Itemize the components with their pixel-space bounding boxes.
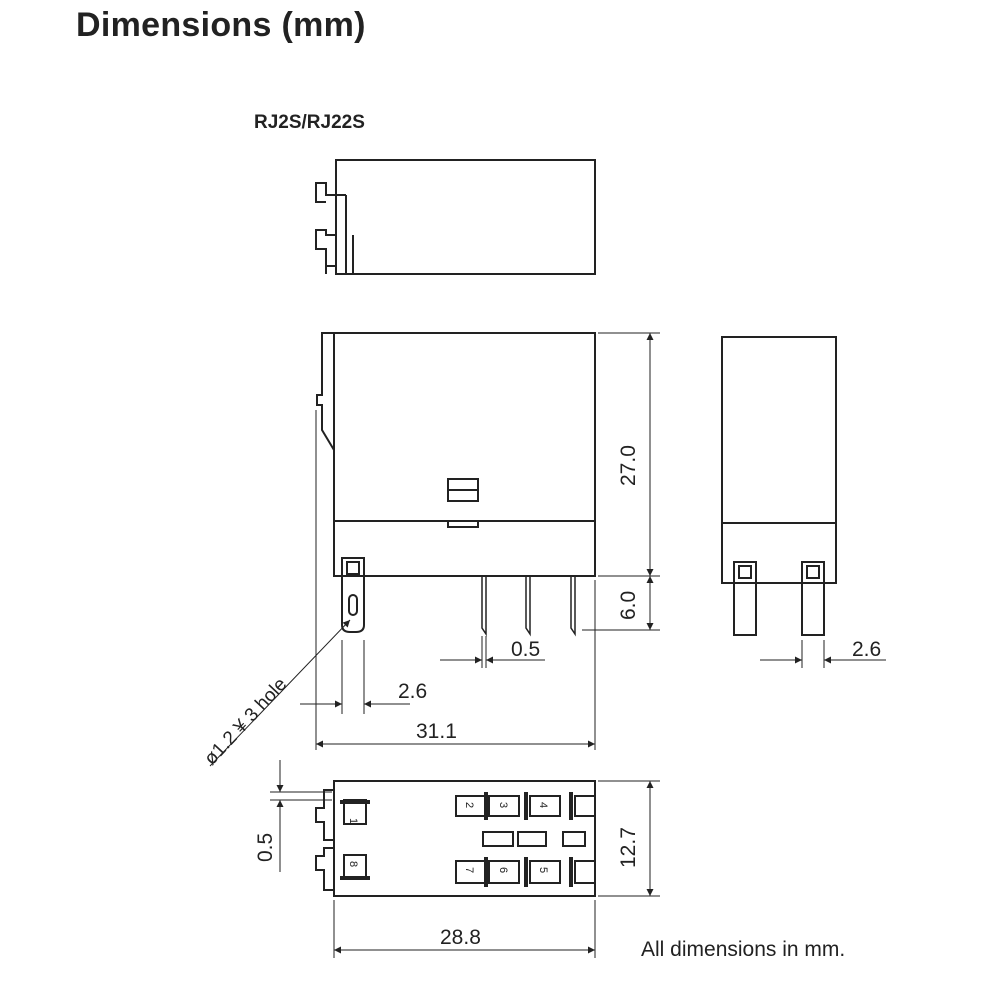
pin-8-label: 8	[347, 861, 359, 867]
dim-bottom-length-label: 28.8	[440, 926, 481, 949]
front-view-latch	[316, 332, 335, 451]
side-view	[721, 336, 837, 636]
front-view-pin-hole	[348, 594, 358, 616]
dim-hole-label: ø1.2 ¥ 3 hole	[200, 674, 291, 769]
pin-6-label: 6	[497, 867, 509, 873]
bottom-view	[315, 780, 596, 897]
bottom-view-tab-lower	[315, 847, 334, 891]
dim-bottom-width-label: 12.7	[617, 827, 640, 868]
note-label: All dimensions in mm.	[641, 938, 845, 961]
pin-3-label: 3	[497, 802, 509, 808]
pin-4-label: 4	[537, 802, 549, 808]
top-view	[315, 159, 596, 275]
top-view-tab-lower	[315, 229, 336, 267]
dim-front-pitch-label: 2.6	[398, 680, 427, 703]
model-label: RJ2S/RJ22S	[254, 112, 365, 133]
front-view	[316, 332, 596, 633]
dim-length-label: 31.1	[416, 720, 457, 743]
pin-5-label: 5	[537, 867, 549, 873]
dim-height-label: 27.0	[617, 445, 640, 486]
dim-bottom-offset-label: 0.5	[254, 833, 277, 862]
pin-2-label: 2	[463, 802, 475, 808]
front-view-terminals	[481, 576, 576, 637]
pin-7-label: 7	[463, 867, 475, 873]
side-view-body	[721, 336, 837, 584]
dim-side-pitch-label: 2.6	[852, 638, 881, 661]
bottom-view-tab-upper	[315, 789, 334, 841]
pin-1-label: 1	[347, 818, 359, 824]
page-title: Dimensions (mm)	[76, 6, 366, 44]
top-view-tab-upper	[315, 182, 336, 203]
dim-terminal-length-label: 6.0	[617, 591, 640, 620]
dim-terminal-thickness-label: 0.5	[511, 638, 540, 661]
front-view-body	[333, 332, 596, 577]
bottom-view-body	[333, 780, 596, 897]
side-view-pin-right	[801, 561, 825, 636]
side-view-pin-left	[733, 561, 757, 636]
pin-numbers: 1 8 2 3 4 7 6 5	[347, 802, 549, 873]
top-view-body	[335, 159, 596, 275]
dimension-lines	[209, 332, 886, 958]
